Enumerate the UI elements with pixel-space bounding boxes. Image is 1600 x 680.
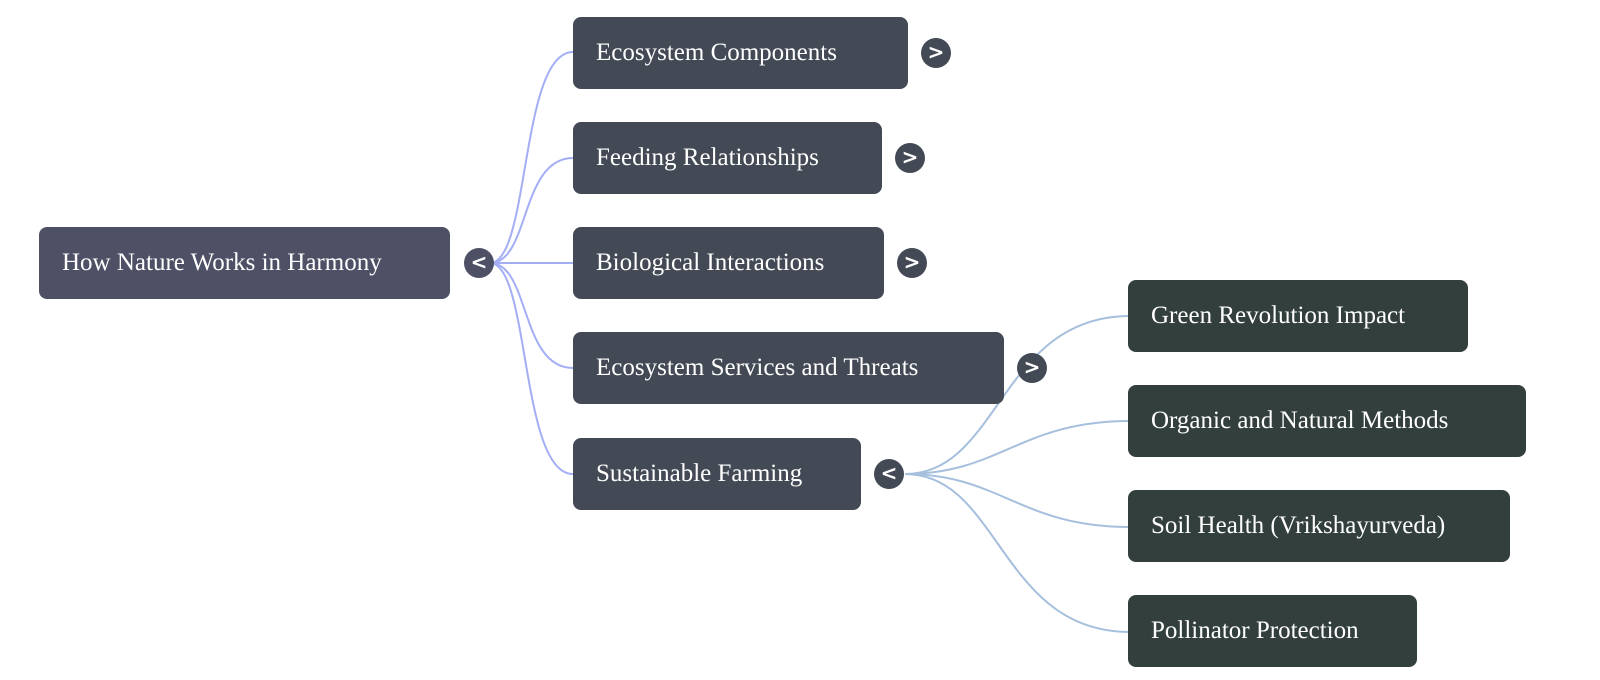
- node-label: Ecosystem Services and Threats: [596, 354, 919, 381]
- node-biological-interactions[interactable]: Biological Interactions: [573, 227, 884, 299]
- node-label: Green Revolution Impact: [1151, 302, 1406, 329]
- node-label: Soil Health (Vrikshayurveda): [1151, 512, 1446, 539]
- edge-root-sustainable-farming: [489, 262, 574, 475]
- root-node-label: How Nature Works in Harmony: [62, 249, 382, 276]
- node-ecosystem-components[interactable]: Ecosystem Components: [573, 17, 908, 89]
- node-sustainable-farming[interactable]: Sustainable Farming: [573, 438, 861, 510]
- node-label: Sustainable Farming: [596, 460, 803, 487]
- node-green-revolution-impact[interactable]: Green Revolution Impact: [1128, 280, 1468, 352]
- edge-farming-soil-health: [904, 473, 1131, 528]
- node-label: Ecosystem Components: [596, 39, 837, 66]
- collapse-icon[interactable]: <: [464, 248, 494, 278]
- node-label: Pollinator Protection: [1151, 617, 1359, 644]
- expand-icon[interactable]: >: [921, 38, 951, 68]
- edge-farming-pollinator: [904, 473, 1131, 633]
- node-soil-health[interactable]: Soil Health (Vrikshayurveda): [1128, 490, 1510, 562]
- expand-icon[interactable]: >: [897, 248, 927, 278]
- node-feeding-relationships[interactable]: Feeding Relationships: [573, 122, 882, 194]
- node-label: Feeding Relationships: [596, 144, 819, 171]
- root-node[interactable]: How Nature Works in Harmony: [39, 227, 450, 299]
- edge-root-feeding-relationships: [489, 157, 574, 264]
- collapse-icon[interactable]: <: [874, 459, 904, 489]
- expand-icon[interactable]: >: [1017, 353, 1047, 383]
- edge-farming-green-revolution: [904, 315, 1131, 475]
- node-label: Organic and Natural Methods: [1151, 407, 1449, 434]
- node-organic-natural-methods[interactable]: Organic and Natural Methods: [1128, 385, 1526, 457]
- edge-root-ecosystem-services: [489, 262, 574, 369]
- node-label: Biological Interactions: [596, 249, 825, 276]
- node-ecosystem-services-threats[interactable]: Ecosystem Services and Threats: [573, 332, 1004, 404]
- edge-root-ecosystem-components: [489, 51, 574, 264]
- edge-farming-organic-methods: [904, 420, 1131, 475]
- node-pollinator-protection[interactable]: Pollinator Protection: [1128, 595, 1417, 667]
- expand-icon[interactable]: >: [895, 143, 925, 173]
